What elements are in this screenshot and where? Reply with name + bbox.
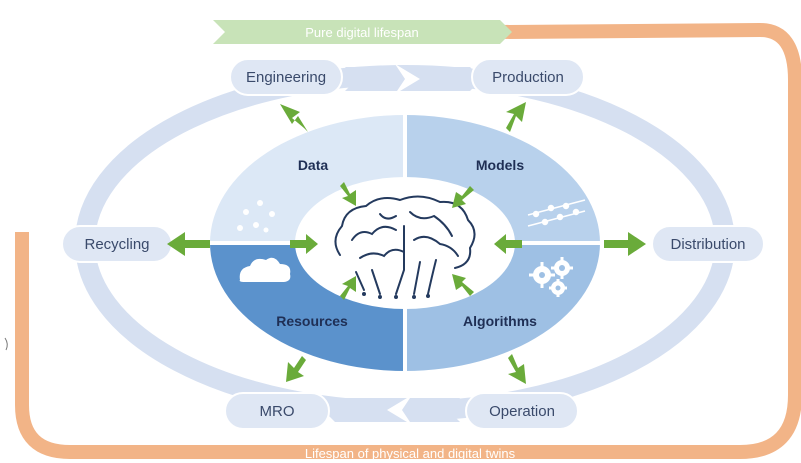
arrow-recycling-to-center bbox=[290, 234, 318, 254]
brain-icon bbox=[334, 195, 476, 299]
left-edge-mark bbox=[4, 337, 8, 351]
node-operation: Operation bbox=[465, 392, 579, 430]
quadrant-data-label: Data bbox=[298, 157, 329, 173]
node-recycling: Recycling bbox=[61, 225, 173, 263]
data-points-icon bbox=[237, 200, 275, 233]
node-distribution: Distribution bbox=[651, 225, 765, 263]
quadrant-models-label: Models bbox=[476, 157, 524, 173]
node-recycling-label: Recycling bbox=[84, 236, 149, 253]
arrow-models-to-production bbox=[506, 102, 526, 132]
node-engineering-label: Engineering bbox=[246, 69, 326, 86]
arrow-algorithms-to-center bbox=[452, 274, 474, 296]
flow-chevron-top-arrow bbox=[395, 64, 420, 94]
arrow-resources-to-mro bbox=[286, 356, 306, 382]
gears-icon bbox=[529, 257, 573, 297]
arrow-resources-to-center bbox=[340, 276, 356, 300]
arrow-algorithms-to-operation bbox=[508, 354, 526, 384]
top-lifespan-banner bbox=[213, 20, 512, 44]
flow-chevron-bottom-arrow bbox=[387, 395, 412, 425]
arrow-data-to-center bbox=[340, 182, 356, 206]
quadrant-resources-label: Resources bbox=[276, 313, 348, 329]
bottom-lifespan-label: Lifespan of physical and digital twins bbox=[305, 446, 516, 461]
node-production: Production bbox=[471, 58, 585, 96]
quadrant-algorithms-label: Algorithms bbox=[463, 313, 537, 329]
arrow-data-to-engineering bbox=[280, 104, 308, 132]
green-arrows bbox=[167, 102, 646, 384]
arrow-to-recycling bbox=[167, 232, 210, 256]
cloud-icon bbox=[239, 257, 291, 282]
node-operation-label: Operation bbox=[489, 403, 555, 420]
node-distribution-label: Distribution bbox=[670, 236, 745, 253]
arrow-distribution-to-center bbox=[494, 234, 522, 254]
node-mro: MRO bbox=[224, 392, 330, 430]
arrow-models-to-center bbox=[452, 186, 474, 208]
node-mro-label: MRO bbox=[260, 403, 295, 420]
top-lifespan-label: Pure digital lifespan bbox=[305, 25, 418, 40]
arrow-to-distribution bbox=[604, 232, 646, 256]
model-fit-icon bbox=[527, 199, 586, 227]
node-production-label: Production bbox=[492, 69, 564, 86]
outer-lifespan-band bbox=[15, 23, 801, 459]
node-engineering: Engineering bbox=[229, 58, 343, 96]
